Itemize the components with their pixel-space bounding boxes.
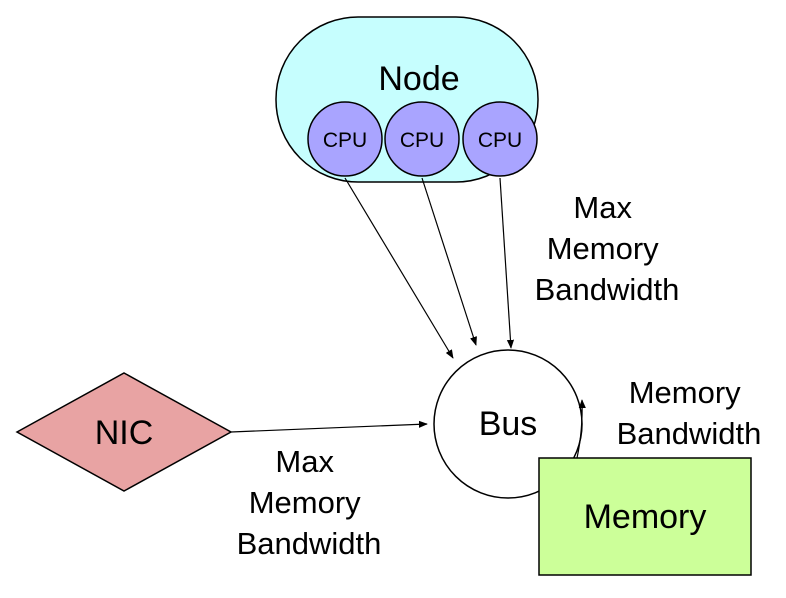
cpu-3-label: CPU — [478, 129, 522, 152]
cpu-3: CPU — [462, 101, 538, 177]
nic-label: NIC — [95, 414, 154, 452]
memory-to-bus-arrow — [576, 399, 586, 459]
nic: NIC — [15, 372, 233, 492]
memory: Memory — [538, 457, 752, 576]
cpu-1: CPU — [307, 101, 383, 177]
nic-bus-edge-label: Max Memory Bandwidth — [237, 444, 382, 561]
node-label: Node — [378, 60, 459, 98]
cpu3-to-bus-arrow — [499, 177, 515, 349]
cpu-bus-edge-label: Max Memory Bandwidth — [535, 190, 680, 307]
cpu2-to-bus-arrow — [421, 177, 477, 346]
nic-to-bus-arrow — [230, 420, 428, 433]
cpu-2: CPU — [384, 101, 460, 177]
bus-label: Bus — [479, 405, 538, 443]
cpu-2-label: CPU — [400, 129, 444, 152]
memory-bus-edge-label: Memory Bandwidth — [617, 375, 762, 451]
cpu-1-label: CPU — [323, 129, 367, 152]
node-group: Node CPU CPU CPU — [275, 16, 539, 183]
cpu1-to-bus-arrow — [344, 177, 454, 359]
memory-label: Memory — [584, 498, 707, 536]
